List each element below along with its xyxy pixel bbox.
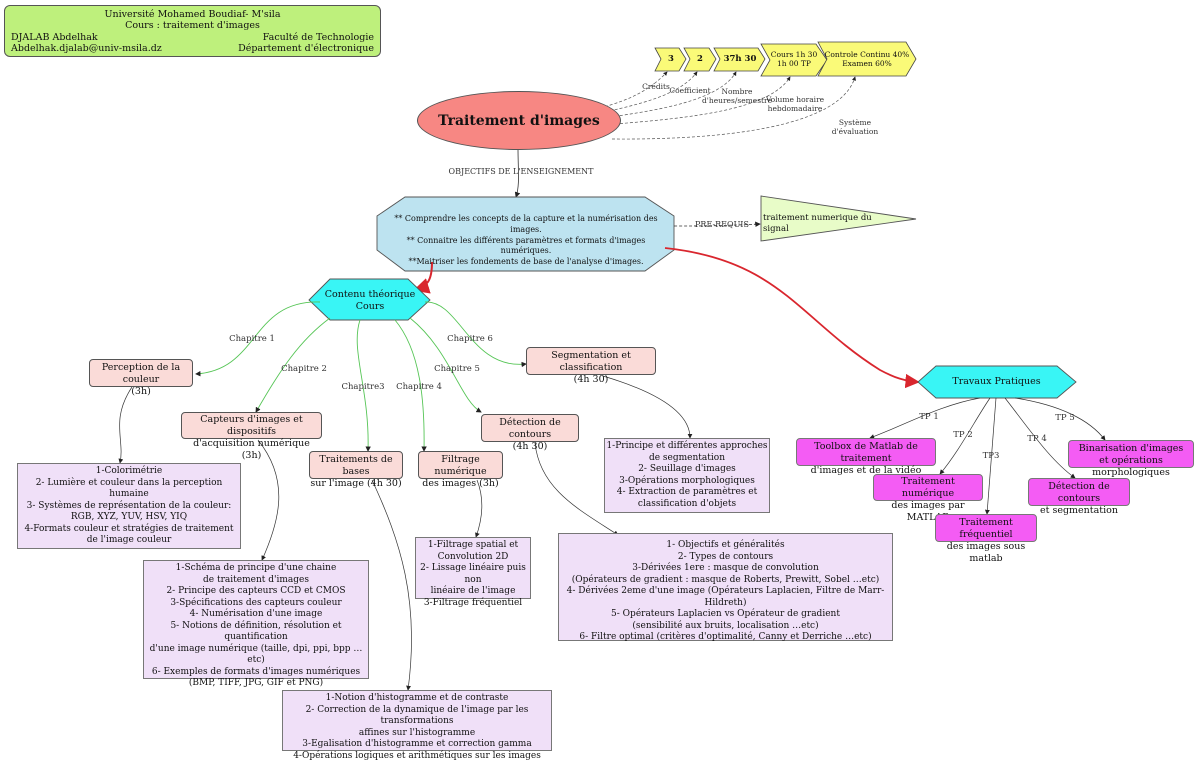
tp-3-box: Traitement fréquentiel des images sous m… <box>935 514 1037 564</box>
info-coefficient-value: 2 <box>697 54 703 64</box>
info-arrow-credits <box>654 47 687 72</box>
label-credits: Crédits <box>642 82 670 91</box>
theory-hexagon <box>308 278 431 321</box>
tp-1-box: Toolbox de Matlab de traitement d'images… <box>796 438 936 476</box>
main-title-node: Traitement d'images <box>417 91 621 150</box>
main-title: Traitement d'images <box>438 112 600 129</box>
tp-5-edge-label: TP 5 <box>1055 413 1075 423</box>
tp-4-box: Détection de contours et segmentation <box>1028 478 1130 516</box>
objectives-edge-label: OBJECTIFS DE L'ENSEIGNEMENT <box>448 167 594 176</box>
chapter-3-details: 1-Notion d'histogramme et de contraste 2… <box>282 690 552 761</box>
info-arrow-evaluation <box>817 41 917 77</box>
chapter-2-edge-label: Chapitre 2 <box>281 364 327 374</box>
tp-5-box: Binarisation d'images et opérations morp… <box>1068 440 1194 478</box>
tp-4-edge-label: TP 4 <box>1027 434 1047 444</box>
chapter-5-details: 1- Objectifs et généralités 2- Types de … <box>558 533 893 642</box>
theory-title: Contenu théorique Cours <box>324 289 416 313</box>
prereq-text: traitement numerique du signal <box>763 213 872 234</box>
prereq-triangle <box>760 195 917 242</box>
chapter-2-box: Capteurs d'images et dispositifs d'acqui… <box>181 412 322 461</box>
label-evaluation: Système d'évaluation <box>831 118 879 136</box>
prereq-edge-label: PRE-REQUIS <box>695 220 749 229</box>
objectives-octagon <box>376 196 675 272</box>
practicals-title: Travaux Pratiques <box>952 376 1041 387</box>
chapter-6-edge-label: Chapitre 6 <box>447 334 493 344</box>
tp-2-edge-label: TP 2 <box>953 430 973 440</box>
author-name: DJALAB Abdelhak <box>11 31 98 43</box>
author-email: Abdelhak.djalab@univ-msila.dz <box>11 43 162 55</box>
label-hours: Nombre d'heures/semestre <box>702 87 773 105</box>
chapter-2-details: 1-Schéma de principe d'une chaine de tra… <box>143 560 369 688</box>
objectives-text: ** Comprendre les concepts de la capture… <box>394 214 658 267</box>
tp-1-edge-label: TP 1 <box>919 412 939 422</box>
chapter-4-details: 1-Filtrage spatial et Convolution 2D 2- … <box>415 537 531 608</box>
chapter-5-box: Détection de contours (4h 30) <box>481 414 579 452</box>
label-coefficient: Coefficient <box>669 86 711 95</box>
chapter-6-details: 1-Principe et différentes approches de s… <box>604 438 770 513</box>
chapter-4-edge-label: Chapitre 4 <box>396 382 442 392</box>
chapter-3-edge-label: Chapitre3 <box>341 382 385 392</box>
department-name: Département d'électronique <box>238 43 374 55</box>
practicals-hexagon <box>917 365 1077 399</box>
chapter-1-details: 1-Colorimétrie 2- Lumière et couleur dan… <box>17 463 241 549</box>
tp-2-box: Traitement numérique des images par MATL… <box>873 474 983 523</box>
info-weekly-value: Cours 1h 30 1h 00 TP <box>770 50 818 69</box>
faculty-name: Faculté de Technologie <box>262 31 374 43</box>
info-arrow-hours <box>713 47 766 72</box>
tp-3-edge-label: TP3 <box>982 451 1000 461</box>
info-hours-value: 37h 30 <box>723 54 757 64</box>
info-arrow-coefficient <box>683 47 717 72</box>
info-evaluation-value: Controle Continu 40% Examen 60% <box>824 50 910 69</box>
chapter-5-edge-label: Chapitre 5 <box>434 364 480 374</box>
university-name: Université Mohamed Boudiaf- M'sila <box>104 9 281 20</box>
label-weekly: Volume horaire hebdomadaire <box>765 95 825 113</box>
header-info-box: Université Mohamed Boudiaf- M'sila Cours… <box>4 5 381 57</box>
chapter-6-box: Segmentation et classification (4h 30) <box>526 347 656 385</box>
chapter-4-box: Filtrage numérique des images (3h) <box>418 451 503 489</box>
chapter-1-box: Perception de la couleur (3h) <box>89 359 193 397</box>
course-name: Cours : traitement d'images <box>125 20 260 32</box>
info-credits-value: 3 <box>668 54 674 64</box>
info-arrow-weekly <box>760 43 828 77</box>
chapter-3-box: Traitements de bases sur l'image (4h 30) <box>309 451 403 489</box>
chapter-1-edge-label: Chapitre 1 <box>229 334 275 344</box>
